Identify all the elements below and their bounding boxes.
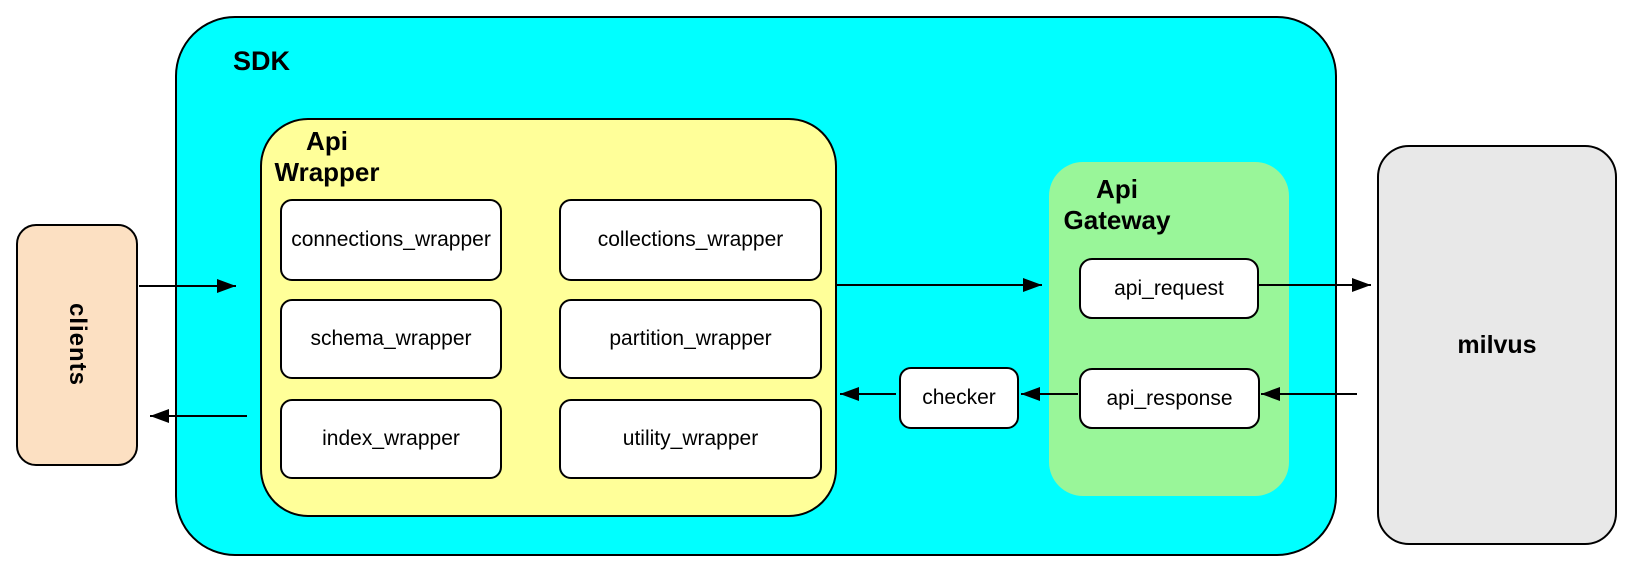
node-utility-wrapper: utility_wrapper — [559, 399, 822, 479]
api-wrapper-label: Api Wrapper — [264, 126, 390, 187]
api-wrapper-label-line2: Wrapper — [274, 156, 380, 187]
node-milvus: milvus — [1377, 145, 1617, 545]
api-gateway-label-line1: Api — [1096, 174, 1138, 204]
api-gateway-label-line2: Gateway — [1063, 204, 1171, 235]
container-api-wrapper: Api Wrapper connections_wrapper collecti… — [260, 118, 837, 517]
node-partition-wrapper: partition_wrapper — [559, 299, 822, 379]
api-gateway-label: Api Gateway — [1061, 174, 1173, 235]
node-schema-wrapper: schema_wrapper — [280, 299, 502, 379]
node-connections-wrapper: connections_wrapper — [280, 199, 502, 281]
sdk-label: SDK — [233, 46, 291, 76]
container-api-gateway: Api Gateway api_request api_response — [1049, 162, 1289, 496]
node-clients: clients — [16, 224, 138, 466]
api-wrapper-label-line1: Api — [306, 126, 348, 156]
node-api-request: api_request — [1079, 258, 1259, 319]
clients-label: clients — [64, 303, 91, 387]
node-index-wrapper: index_wrapper — [280, 399, 502, 479]
container-sdk: SDK Api Wrapper connections_wrapper coll… — [175, 16, 1337, 556]
node-collections-wrapper: collections_wrapper — [559, 199, 822, 281]
node-api-response: api_response — [1079, 368, 1260, 429]
node-checker: checker — [899, 367, 1019, 429]
